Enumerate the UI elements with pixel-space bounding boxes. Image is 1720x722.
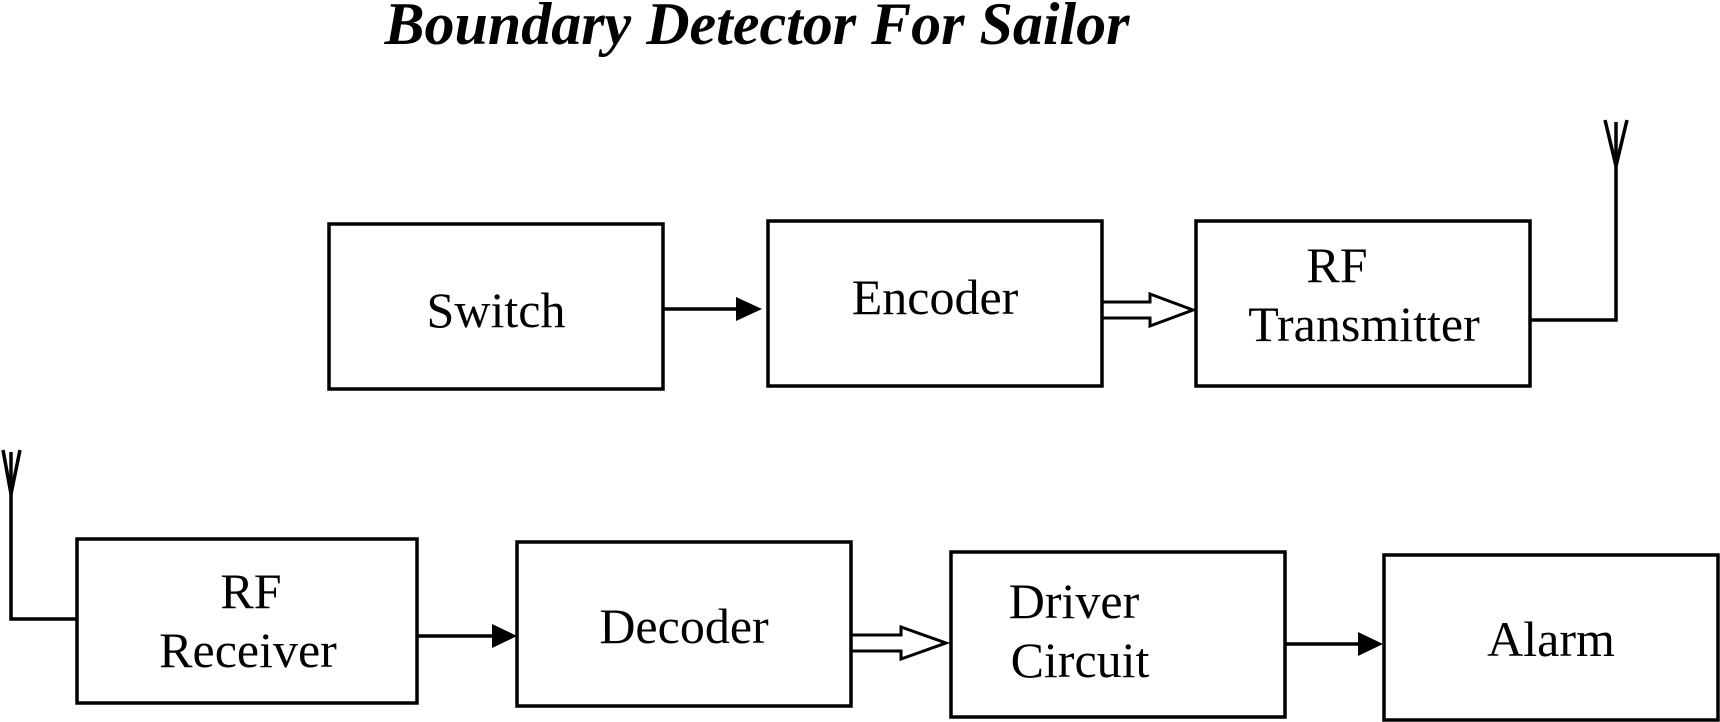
driver-circuit-label-line2: Circuit [1011, 632, 1150, 688]
driver-to-alarm-arrow [1285, 632, 1383, 656]
encoder-to-transmitter-arrow [1100, 291, 1198, 329]
diagram-title: Boundary Detector For Sailor [383, 0, 1130, 57]
decoder-label: Decoder [599, 598, 769, 654]
switch-label: Switch [427, 282, 566, 338]
rf-transmitter-label-line2: Transmitter [1248, 296, 1480, 352]
switch-to-encoder-arrow [663, 297, 762, 321]
encoder-label: Encoder [852, 269, 1019, 325]
receive-antenna-icon [1, 449, 77, 621]
alarm-label: Alarm [1487, 611, 1615, 667]
driver-circuit-label-line1: Driver [1009, 573, 1140, 629]
rf-receiver-block: RF Receiver [75, 537, 419, 705]
receiver-to-decoder-arrow [417, 624, 517, 648]
switch-block: Switch [327, 222, 665, 391]
transmit-antenna-icon [1530, 119, 1629, 322]
encoder-block: Encoder [766, 219, 1104, 388]
decoder-to-driver-arrow [849, 624, 951, 662]
rf-receiver-label-line2: Receiver [159, 622, 337, 678]
rf-receiver-label-line1: RF [220, 563, 281, 619]
rf-transmitter-label-line1: RF [1306, 237, 1367, 293]
decoder-block: Decoder [515, 540, 853, 708]
alarm-block: Alarm [1382, 553, 1720, 722]
driver-circuit-block: Driver Circuit [949, 550, 1287, 719]
rf-transmitter-block: RF Transmitter [1194, 219, 1532, 388]
